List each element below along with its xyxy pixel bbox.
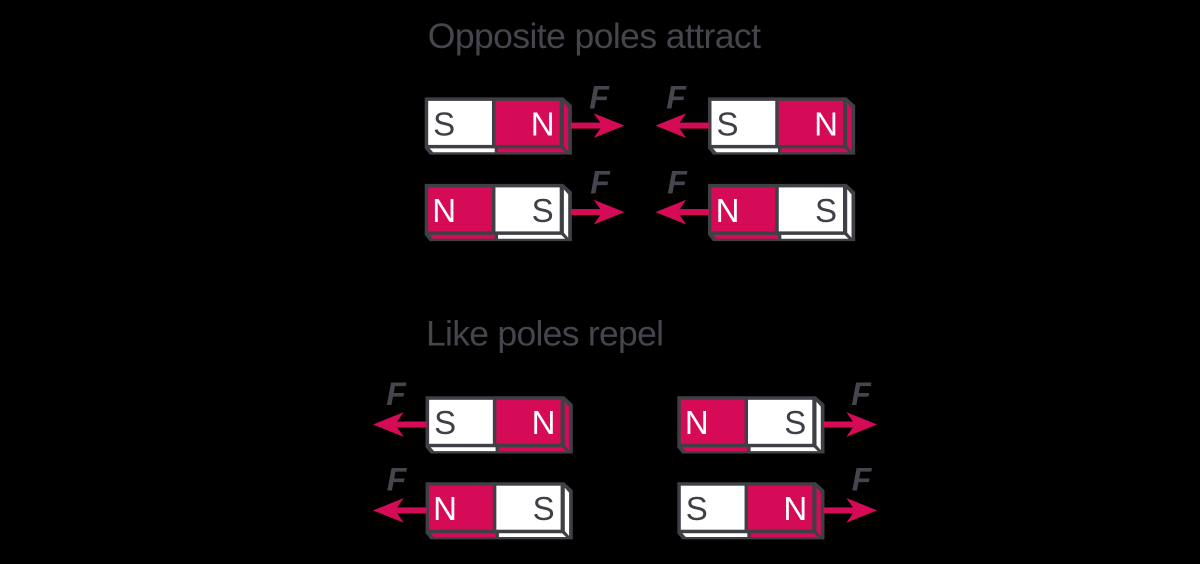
- svg-text:F: F: [386, 376, 407, 412]
- svg-text:F: F: [667, 164, 688, 200]
- svg-text:Like poles repel: Like poles repel: [426, 314, 663, 354]
- svg-text:F: F: [589, 79, 610, 115]
- svg-text:F: F: [851, 376, 872, 412]
- svg-text:F: F: [590, 164, 611, 200]
- svg-text:F: F: [387, 462, 408, 498]
- svg-text:Opposite poles attract: Opposite poles attract: [428, 16, 761, 56]
- svg-text:F: F: [852, 462, 873, 498]
- svg-text:F: F: [666, 79, 687, 115]
